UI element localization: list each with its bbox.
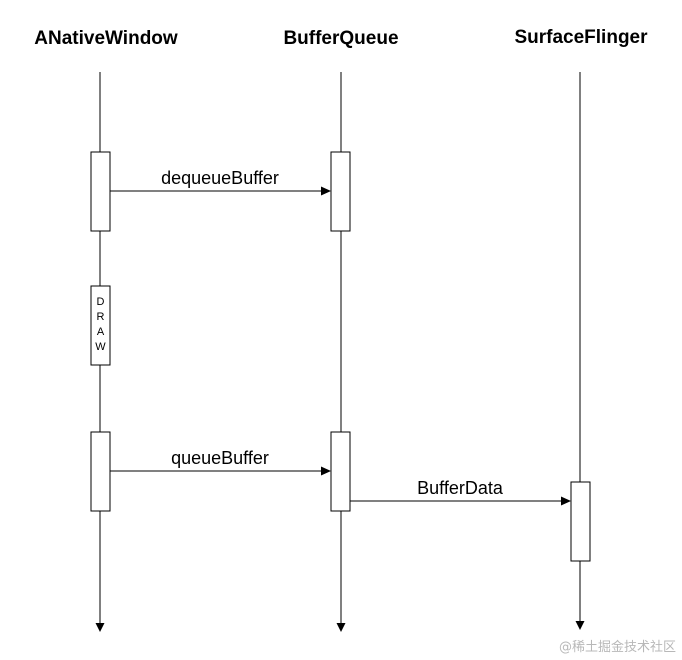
- activation-bufferqueue-queue: [330, 431, 351, 512]
- draw-letter-r: R: [97, 311, 105, 323]
- activation-surfaceflinger-bufferdata: [570, 481, 591, 562]
- message-arrowhead-queuebuffer: [321, 466, 331, 476]
- message-label-dequeuebuffer: dequeueBuffer: [161, 168, 279, 188]
- watermark-text: @稀土掘金技术社区: [559, 639, 676, 655]
- activation-anativewindow-queue: [90, 431, 111, 512]
- actor-title-surfaceflinger: SurfaceFlinger: [514, 27, 648, 48]
- draw-letter-a: A: [97, 326, 105, 338]
- activation-bufferqueue-dequeue: [330, 151, 351, 232]
- actor-title-bufferqueue: BufferQueue: [283, 28, 398, 49]
- activation-anativewindow-dequeue: [90, 151, 111, 232]
- message-label-bufferdata: BufferData: [417, 478, 504, 498]
- lifeline-end-arrow-anativewindow: [95, 623, 105, 632]
- draw-letter-w: W: [95, 341, 106, 353]
- draw-box: [90, 285, 111, 366]
- message-arrowhead-bufferdata: [561, 496, 571, 506]
- draw-letter-d: D: [97, 296, 105, 308]
- lifeline-end-arrow-surfaceflinger: [575, 621, 585, 630]
- message-arrowhead-dequeuebuffer: [321, 186, 331, 196]
- lifeline-end-arrow-bufferqueue: [336, 623, 346, 632]
- actor-title-anativewindow: ANativeWindow: [34, 28, 178, 49]
- message-label-queuebuffer: queueBuffer: [171, 448, 269, 468]
